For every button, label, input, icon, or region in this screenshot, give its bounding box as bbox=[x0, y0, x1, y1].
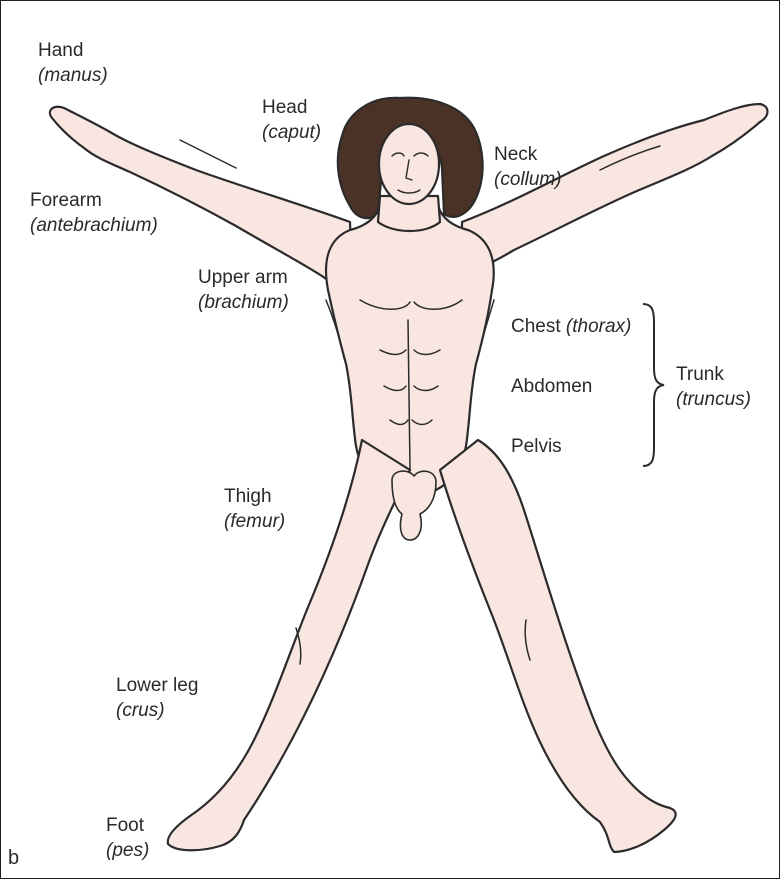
label-abdomen-term: Abdomen bbox=[511, 374, 592, 399]
label-pelvis: Pelvis bbox=[511, 434, 562, 459]
panel-letter: b bbox=[8, 847, 19, 870]
label-head-term: Head bbox=[262, 95, 321, 120]
label-lower-leg-term: Lower leg bbox=[116, 673, 198, 698]
label-thigh: Thigh (femur) bbox=[224, 484, 285, 534]
label-foot-term: Foot bbox=[106, 813, 149, 838]
label-pelvis-term: Pelvis bbox=[511, 434, 562, 459]
label-forearm-latin: (antebrachium) bbox=[30, 213, 158, 238]
label-thigh-latin: (femur) bbox=[224, 509, 285, 534]
label-foot-latin: (pes) bbox=[106, 838, 149, 863]
label-upper-arm: Upper arm (brachium) bbox=[198, 265, 289, 315]
label-chest-latin: (thorax) bbox=[566, 316, 631, 337]
label-forearm: Forearm (antebrachium) bbox=[30, 188, 158, 238]
label-trunk-term: Trunk bbox=[676, 362, 751, 387]
right-leg bbox=[440, 440, 676, 852]
label-hand-latin: (manus) bbox=[38, 63, 108, 88]
left-leg bbox=[168, 440, 410, 850]
label-thigh-term: Thigh bbox=[224, 484, 285, 509]
label-lower-leg-latin: (crus) bbox=[116, 698, 198, 723]
label-chest-term: Chest bbox=[511, 316, 561, 337]
label-hand: Hand (manus) bbox=[38, 38, 108, 88]
label-neck-term: Neck bbox=[494, 142, 562, 167]
label-lower-leg: Lower leg (crus) bbox=[116, 673, 198, 723]
pelvis-detail bbox=[392, 471, 436, 540]
label-upper-arm-term: Upper arm bbox=[198, 265, 289, 290]
label-trunk: Trunk (truncus) bbox=[676, 362, 751, 412]
label-hand-term: Hand bbox=[38, 38, 108, 63]
label-chest: Chest (thorax) bbox=[511, 314, 631, 339]
label-neck: Neck (collum) bbox=[494, 142, 562, 192]
label-head-latin: (caput) bbox=[262, 120, 321, 145]
label-foot: Foot (pes) bbox=[106, 813, 149, 863]
label-upper-arm-latin: (brachium) bbox=[198, 290, 289, 315]
label-trunk-latin: (truncus) bbox=[676, 387, 751, 412]
label-neck-latin: (collum) bbox=[494, 167, 562, 192]
trunk-brace bbox=[640, 302, 670, 468]
label-head: Head (caput) bbox=[262, 95, 321, 145]
label-abdomen: Abdomen bbox=[511, 374, 592, 399]
label-forearm-term: Forearm bbox=[30, 188, 158, 213]
